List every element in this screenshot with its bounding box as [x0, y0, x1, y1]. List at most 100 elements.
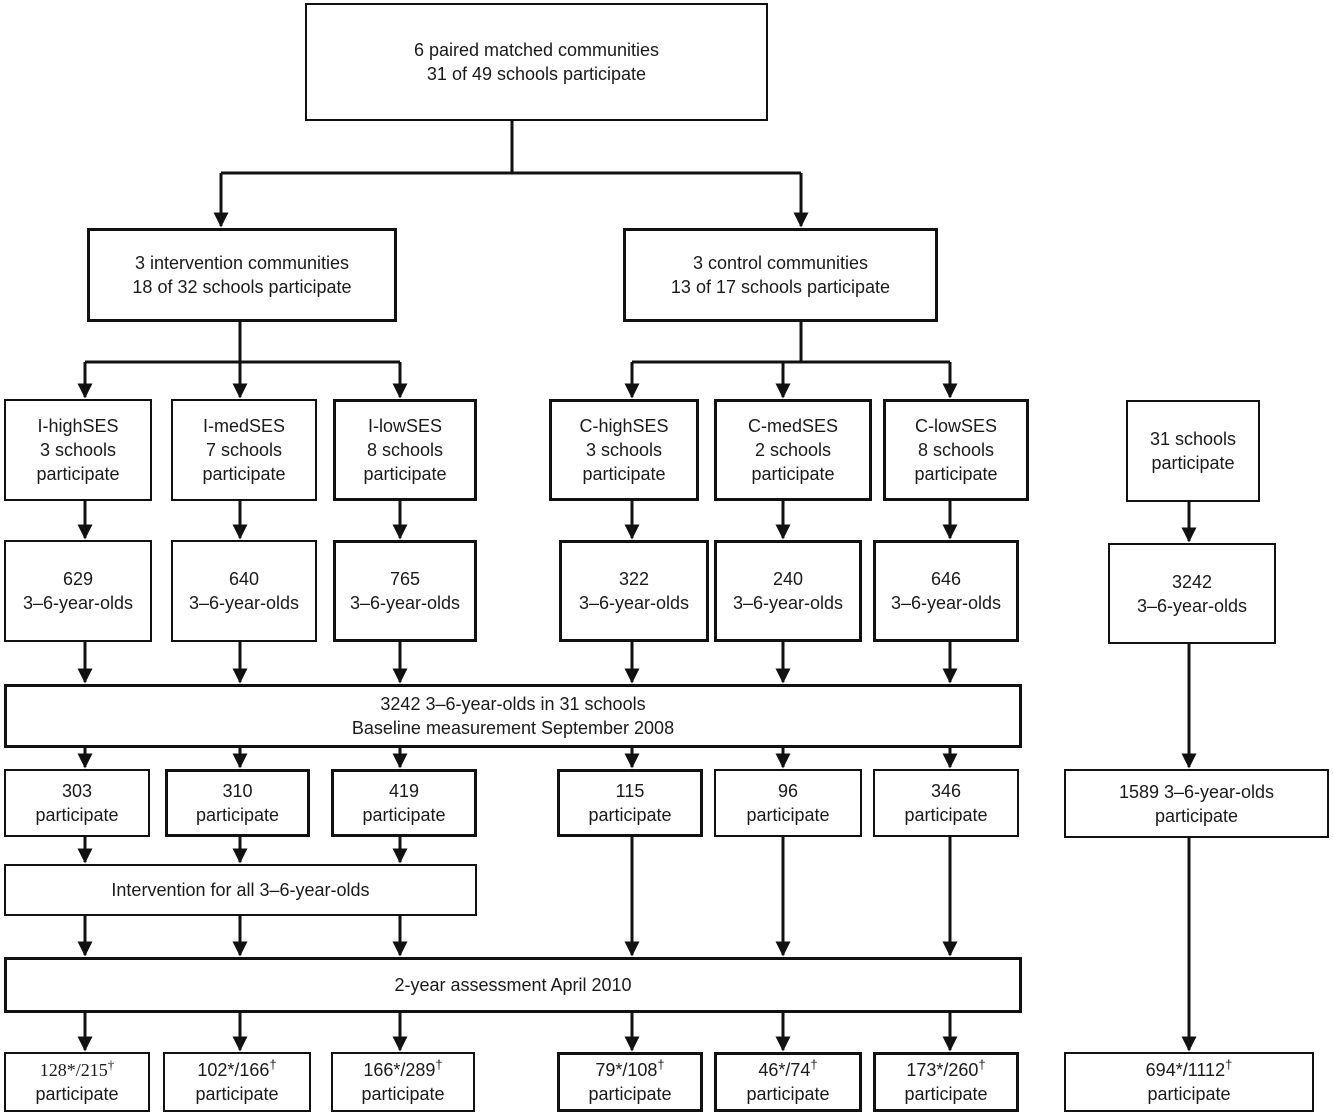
kids-box-i-lowses: 765 3–6-year-olds: [333, 540, 477, 642]
assessment-label: 2-year assessment April 2010: [394, 975, 632, 995]
final-participants-i-highses: 128*/215† participate: [4, 1052, 150, 1112]
kids-label: 3–6-year-olds: [188, 593, 300, 613]
control-communities-line2: 13 of 17 schools participate: [670, 277, 891, 297]
group-schools: 2 schools: [754, 440, 832, 460]
group-schools: 3 schools: [39, 440, 117, 460]
group-name: C-highSES: [579, 416, 669, 436]
total-kids-box: 3242 3–6-year-olds: [1108, 543, 1276, 644]
all-communities-line1: 6 paired matched communities: [413, 40, 660, 60]
group-schools: 3 schools: [585, 440, 663, 460]
kids-box-c-lowses: 646 3–6-year-olds: [873, 540, 1019, 642]
total-baseline-line2: participate: [1154, 805, 1239, 826]
total-baseline-box: 1589 3–6-year-olds participate: [1064, 769, 1329, 838]
group-name: I-medSES: [202, 416, 286, 436]
group-box-c-lowses: C-lowSES 8 schools participate: [883, 399, 1029, 501]
control-communities-line1: 3 control communities: [692, 253, 869, 273]
all-communities-box: 6 paired matched communities 31 of 49 sc…: [305, 3, 768, 121]
kids-label: 3–6-year-olds: [732, 593, 844, 613]
total-final-box: 694*/1112† participate: [1064, 1052, 1314, 1112]
kids-box-i-highses: 629 3–6-year-olds: [4, 540, 152, 642]
baseline-label: participate: [904, 805, 988, 825]
dagger-mark: †: [657, 1057, 665, 1072]
baseline-count: 115: [615, 781, 645, 801]
dagger-mark: †: [435, 1057, 443, 1072]
final-participants-i-lowses: 166*/289† participate: [331, 1052, 475, 1112]
group-name: I-highSES: [37, 416, 119, 436]
final-label: participate: [588, 1084, 672, 1104]
baseline-box: 3242 3–6-year-olds in 31 schools Baselin…: [4, 684, 1022, 748]
baseline-participants-i-medses: 310 participate: [165, 769, 310, 837]
final-label: participate: [35, 1084, 119, 1104]
total-final-label: participate: [1147, 1084, 1231, 1104]
kids-box-c-medses: 240 3–6-year-olds: [714, 540, 862, 642]
final-count: 173*/260†: [906, 1058, 985, 1082]
kids-count: 646: [930, 569, 962, 589]
baseline-label: participate: [588, 805, 672, 825]
final-count: 128*/215†: [40, 1058, 115, 1082]
kids-label: 3–6-year-olds: [890, 593, 1002, 613]
baseline-label: participate: [35, 805, 119, 825]
final-count: 46*/74†: [758, 1058, 817, 1082]
group-name: C-medSES: [747, 416, 839, 436]
final-label: participate: [195, 1084, 279, 1104]
group-name: I-lowSES: [367, 416, 443, 436]
group-box-i-medses: I-medSES 7 schools participate: [171, 399, 317, 501]
dagger-mark: †: [810, 1057, 818, 1072]
intervention-communities-box: 3 intervention communities 18 of 32 scho…: [87, 228, 397, 322]
baseline-count: 419: [388, 781, 420, 801]
group-schools: 8 schools: [366, 440, 444, 460]
group-schools: 7 schools: [205, 440, 283, 460]
group-participate: participate: [36, 464, 120, 484]
total-schools-count: 31 schools: [1149, 429, 1237, 449]
final-participants-c-highses: 79*/108† participate: [557, 1052, 703, 1112]
kids-count: 640: [228, 569, 260, 589]
baseline-participants-c-highses: 115 participate: [557, 769, 703, 837]
group-schools: 8 schools: [917, 440, 995, 460]
group-participate: participate: [914, 464, 998, 484]
final-count: 79*/108†: [595, 1058, 664, 1082]
final-ratio: 128*/215: [39, 1060, 108, 1080]
baseline-count: 346: [930, 781, 962, 801]
total-schools-label: participate: [1151, 453, 1235, 473]
final-count: 102*/166†: [197, 1058, 276, 1082]
final-participants-c-lowses: 173*/260† participate: [873, 1052, 1019, 1112]
kids-count: 240: [772, 569, 804, 589]
baseline-label: participate: [195, 805, 280, 825]
final-ratio: 102*/166: [197, 1060, 270, 1080]
intervention-bar-label: Intervention for all 3–6-year-olds: [111, 880, 370, 900]
final-participants-c-medses: 46*/74† participate: [714, 1052, 862, 1112]
final-ratio: 694*/1112: [1145, 1060, 1226, 1080]
group-participate: participate: [582, 464, 666, 484]
total-kids-count: 3242: [1171, 571, 1213, 592]
dagger-mark: †: [1225, 1057, 1233, 1072]
final-label: participate: [904, 1084, 988, 1104]
kids-label: 3–6-year-olds: [578, 593, 690, 613]
assessment-box: 2-year assessment April 2010: [4, 957, 1022, 1013]
group-box-i-highses: I-highSES 3 schools participate: [4, 399, 152, 501]
all-communities-line2: 31 of 49 schools participate: [426, 64, 647, 84]
final-participants-i-medses: 102*/166† participate: [163, 1052, 311, 1112]
baseline-line2: Baseline measurement September 2008: [351, 718, 675, 738]
final-count: 166*/289†: [363, 1058, 442, 1082]
group-box-i-lowses: I-lowSES 8 schools participate: [333, 399, 477, 501]
kids-box-i-medses: 640 3–6-year-olds: [171, 540, 317, 642]
kids-box-c-highses: 322 3–6-year-olds: [559, 540, 709, 642]
dagger-mark: †: [269, 1057, 277, 1072]
baseline-participants-i-highses: 303 participate: [4, 769, 150, 837]
intervention-communities-line1: 3 intervention communities: [134, 253, 350, 273]
group-box-c-medses: C-medSES 2 schools participate: [714, 399, 872, 501]
kids-label: 3–6-year-olds: [22, 593, 134, 613]
group-participate: participate: [202, 464, 286, 484]
total-schools-box: 31 schools participate: [1126, 400, 1260, 502]
final-ratio: 79*/108: [595, 1060, 658, 1080]
group-name: C-lowSES: [914, 416, 998, 436]
baseline-count: 310: [222, 781, 253, 801]
baseline-participants-c-medses: 96 participate: [714, 769, 862, 837]
baseline-label: participate: [746, 805, 830, 825]
group-box-c-highses: C-highSES 3 schools participate: [549, 399, 699, 501]
final-ratio: 166*/289: [363, 1060, 436, 1080]
total-kids-label: 3–6-year-olds: [1136, 595, 1248, 616]
intervention-communities-line2: 18 of 32 schools participate: [132, 277, 352, 297]
kids-label: 3–6-year-olds: [349, 593, 461, 613]
